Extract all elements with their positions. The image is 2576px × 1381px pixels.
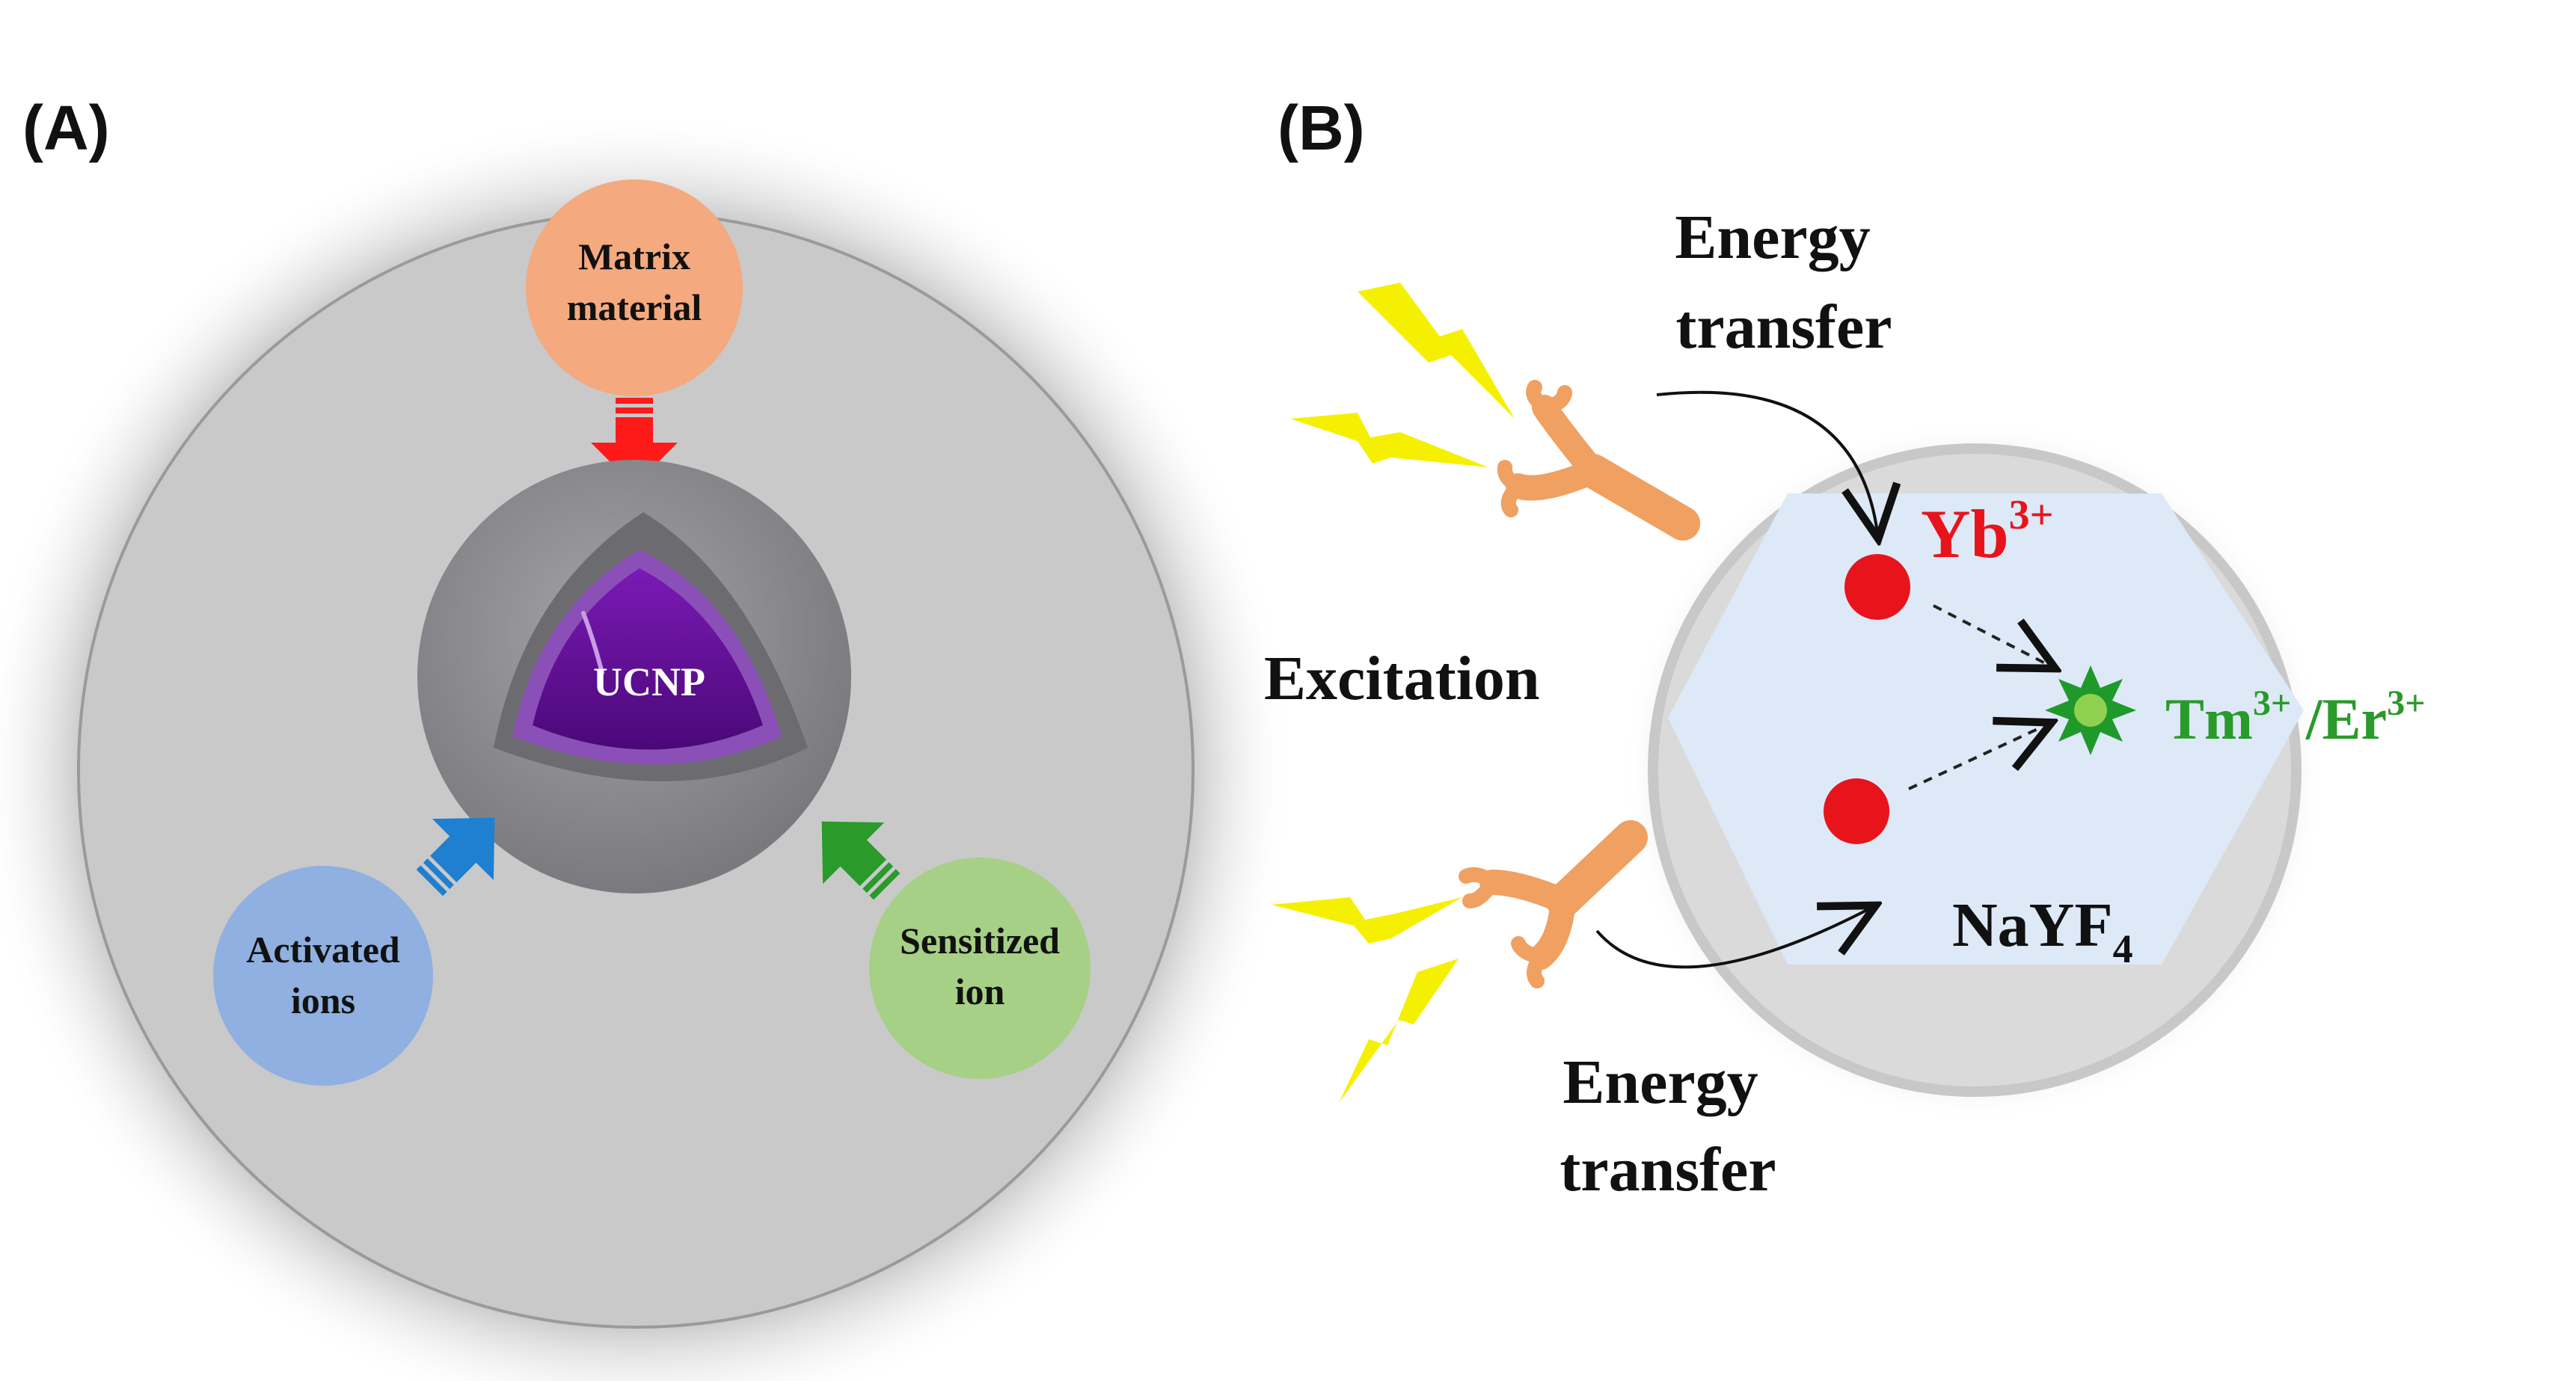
excitation-label: Excitation bbox=[1264, 644, 1540, 713]
lightning-bolt-icon-2 bbox=[1290, 413, 1488, 467]
yb-label-sup: 3+ bbox=[2009, 492, 2054, 538]
activator-label-base2: Er bbox=[2322, 686, 2388, 751]
matrix-material-bubble bbox=[526, 179, 743, 396]
activator-star-icon bbox=[2045, 665, 2136, 755]
ucnp-core bbox=[533, 568, 763, 750]
activated-ions-label-line1: Activated bbox=[246, 929, 400, 971]
ucnp-core-highlight bbox=[581, 611, 604, 675]
energy-transfer-bottom-line2: transfer bbox=[1560, 1135, 1776, 1205]
activated-arrow bbox=[416, 817, 495, 896]
panel-a-label: (A) bbox=[22, 93, 110, 163]
dashed-arrow-bottom bbox=[1908, 725, 2046, 790]
panel-a: (A) Matrix material UCNP bbox=[0, 93, 1294, 1381]
energy-transfer-bottom-line1: Energy bbox=[1563, 1048, 1758, 1117]
sensitized-arrow bbox=[821, 821, 901, 900]
matrix-material-label-line2: material bbox=[567, 286, 702, 328]
nayf4-hexagon bbox=[1668, 493, 2304, 965]
energy-transfer-top-line2: transfer bbox=[1675, 292, 1892, 362]
activator-label-sup2: 3+ bbox=[2387, 683, 2425, 723]
nayf4-label-sub: 4 bbox=[2113, 926, 2133, 971]
sensitized-ion-label-line2: ion bbox=[955, 971, 1005, 1012]
antibody-icon-top bbox=[1497, 380, 1700, 541]
nayf4-label-base: NaYF bbox=[1952, 891, 2113, 960]
panel-b-label: (B) bbox=[1278, 93, 1365, 163]
matrix-material-label-line1: Matrix bbox=[578, 236, 690, 277]
energy-transfer-arrow-bottom bbox=[1595, 908, 1870, 969]
activator-label-sup1: 3+ bbox=[2253, 683, 2291, 723]
lightning-bolt-icon-3 bbox=[1272, 897, 1462, 944]
yb-ion-top bbox=[1844, 554, 1910, 620]
activator-label: Tm3+ /Er3+ bbox=[2165, 683, 2426, 751]
nayf4-label: NaYF4 bbox=[1952, 891, 2133, 971]
activator-label-sep: / bbox=[2291, 686, 2323, 751]
dashed-arrow-top bbox=[1933, 604, 2049, 665]
yb-ion-bottom bbox=[1824, 778, 1889, 844]
yb-label-base: Yb bbox=[1921, 496, 2009, 572]
ucnp-label: UCNP bbox=[593, 659, 705, 704]
energy-transfer-top-line1: Energy bbox=[1675, 203, 1870, 272]
sensitized-ion-bubble bbox=[869, 858, 1091, 1079]
lightning-bolt-icon-4 bbox=[1339, 959, 1459, 1103]
activated-ions-label-line2: ions bbox=[291, 979, 355, 1021]
panel-b: (B) bbox=[1264, 93, 2426, 1205]
activated-ions-bubble bbox=[213, 866, 433, 1086]
lightning-bolt-icon-1 bbox=[1358, 283, 1515, 419]
antibody-icon-bottom bbox=[1459, 820, 1648, 988]
activator-label-base1: Tm bbox=[2165, 686, 2253, 751]
energy-transfer-arrow-top bbox=[1656, 390, 1877, 532]
yb-label: Yb3+ bbox=[1921, 492, 2054, 572]
sensitized-ion-label-line1: Sensitized bbox=[900, 920, 1060, 962]
